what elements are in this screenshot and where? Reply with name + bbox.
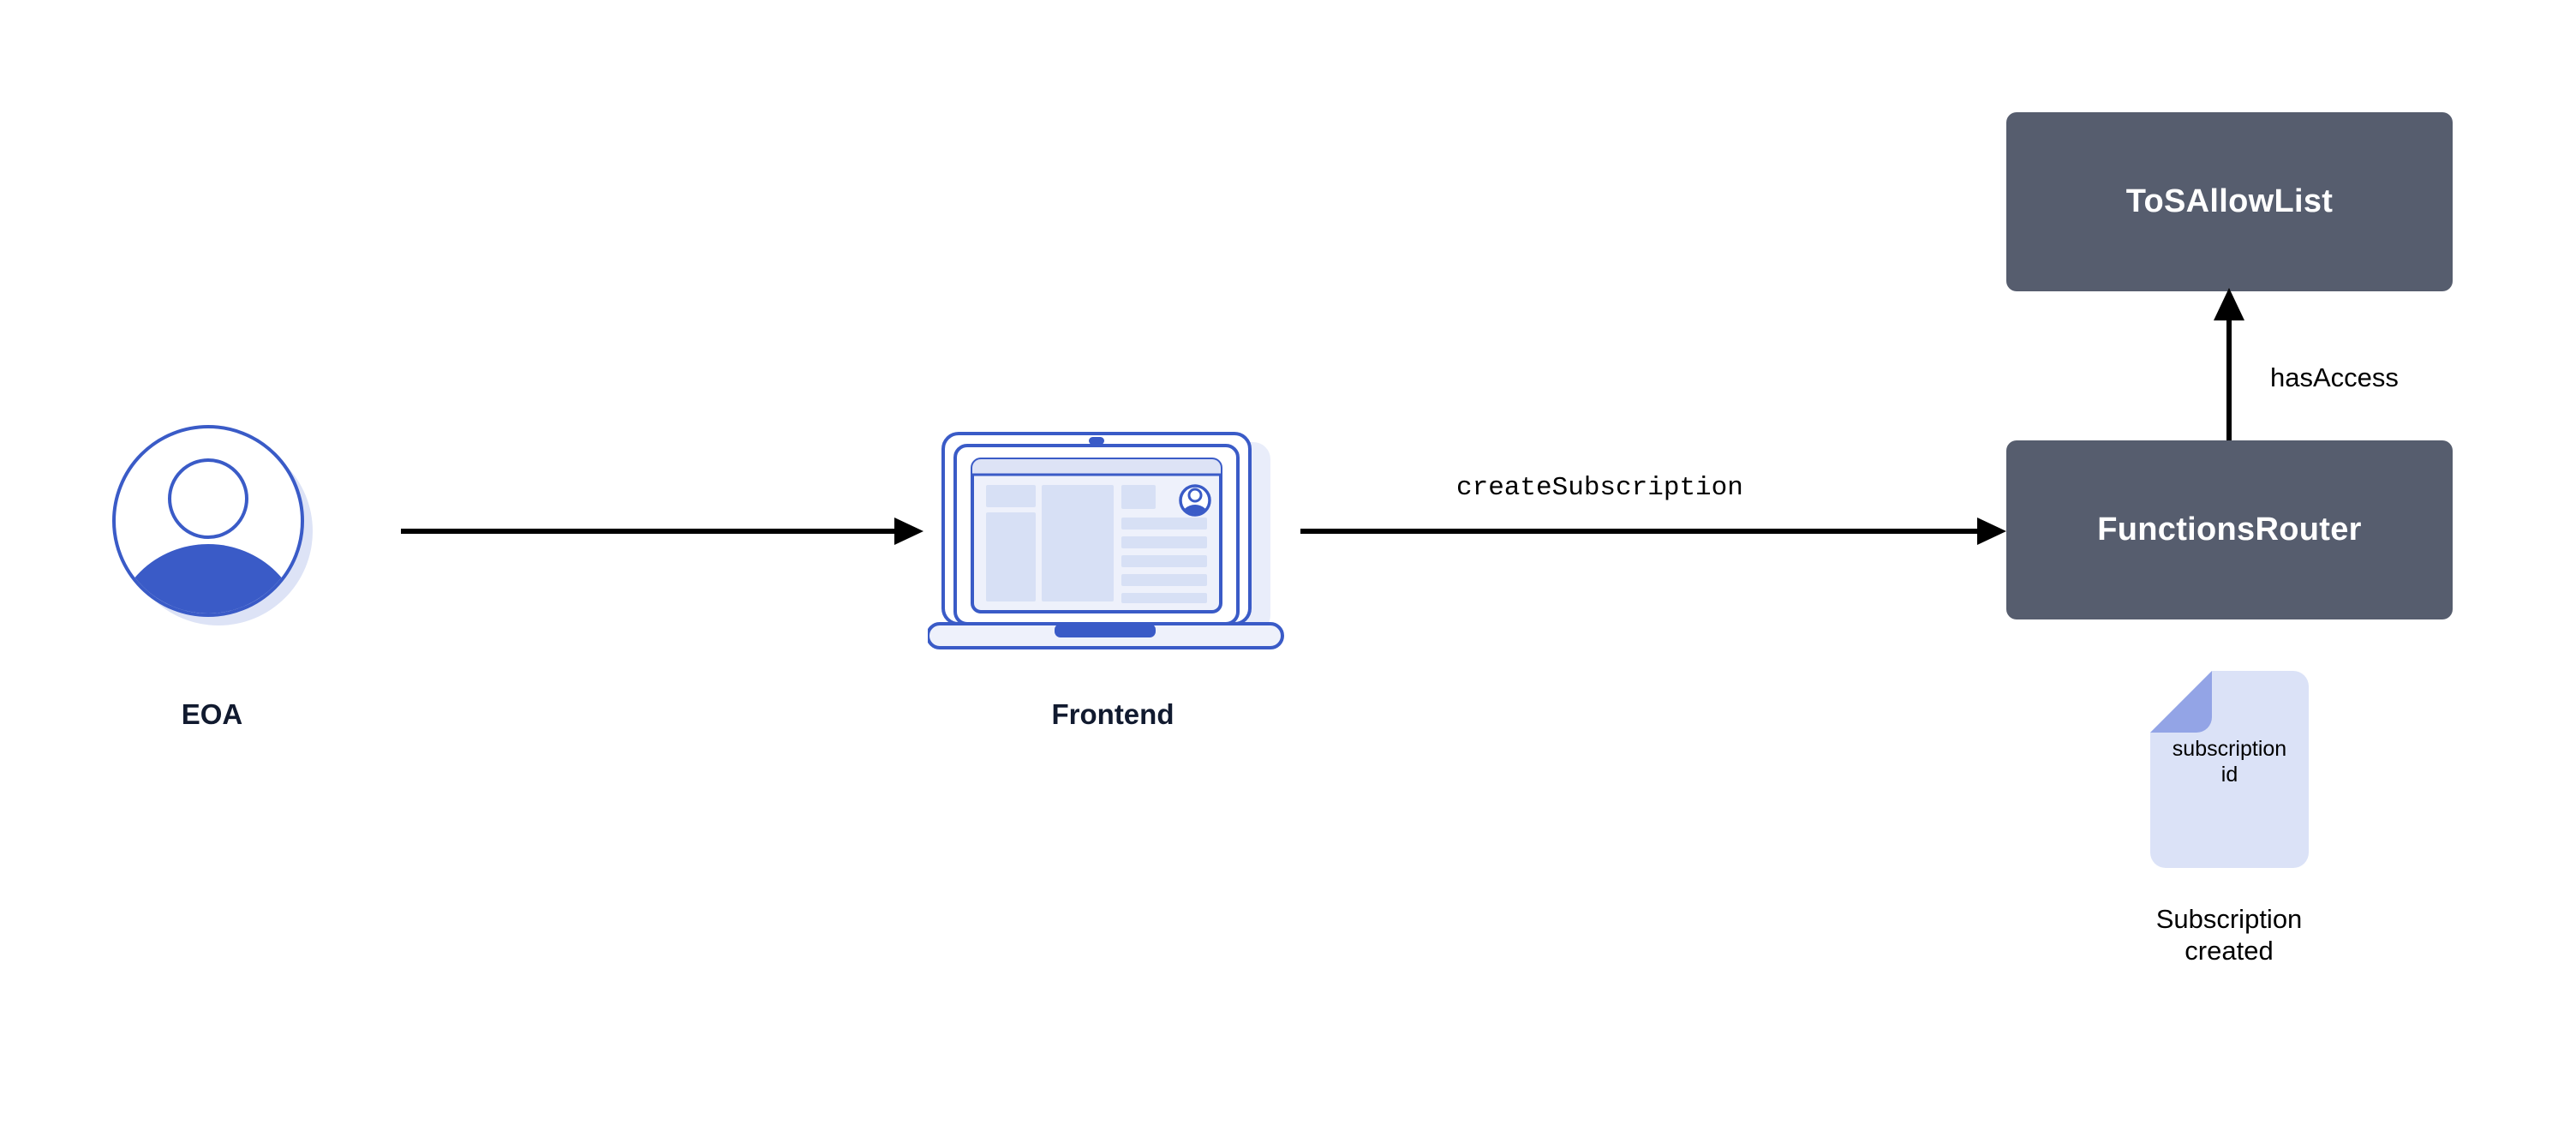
user-avatar-icon: [112, 425, 313, 625]
contract-label-tosallowlist: ToSAllowList: [2125, 183, 2334, 219]
document-caption-line-2: created: [2185, 935, 2274, 966]
edge-label-has-access: hasAccess: [2270, 362, 2399, 392]
subscription-document[interactable]: subscription id: [2150, 671, 2309, 868]
laptop-icon: [928, 432, 1284, 649]
document-inner-text: subscription id: [2150, 736, 2309, 787]
arrow-router-to-allowlist: [2200, 288, 2260, 444]
contract-box-functionsrouter[interactable]: FunctionsRouter: [2006, 440, 2453, 619]
arrow-eoa-to-frontend: [401, 514, 923, 548]
screen-avatar-icon: [1179, 484, 1211, 517]
contract-label-functionsrouter: FunctionsRouter: [2097, 512, 2362, 548]
document-caption: Subscription created: [2101, 904, 2358, 966]
edge-label-create-subscription: createSubscription: [1456, 473, 1743, 503]
frontend-label: Frontend: [1051, 698, 1174, 730]
document-icon: [2150, 671, 2309, 868]
node-eoa[interactable]: [107, 420, 317, 630]
document-inner-line-2: id: [2220, 763, 2238, 787]
eoa-label: EOA: [181, 698, 243, 730]
document-caption-line-1: Subscription: [2155, 904, 2303, 934]
document-inner-line-1: subscription: [2172, 737, 2287, 761]
arrow-frontend-to-router: [1300, 514, 2006, 548]
contract-box-tosallowlist[interactable]: ToSAllowList: [2006, 112, 2453, 291]
node-frontend[interactable]: [928, 427, 1298, 660]
